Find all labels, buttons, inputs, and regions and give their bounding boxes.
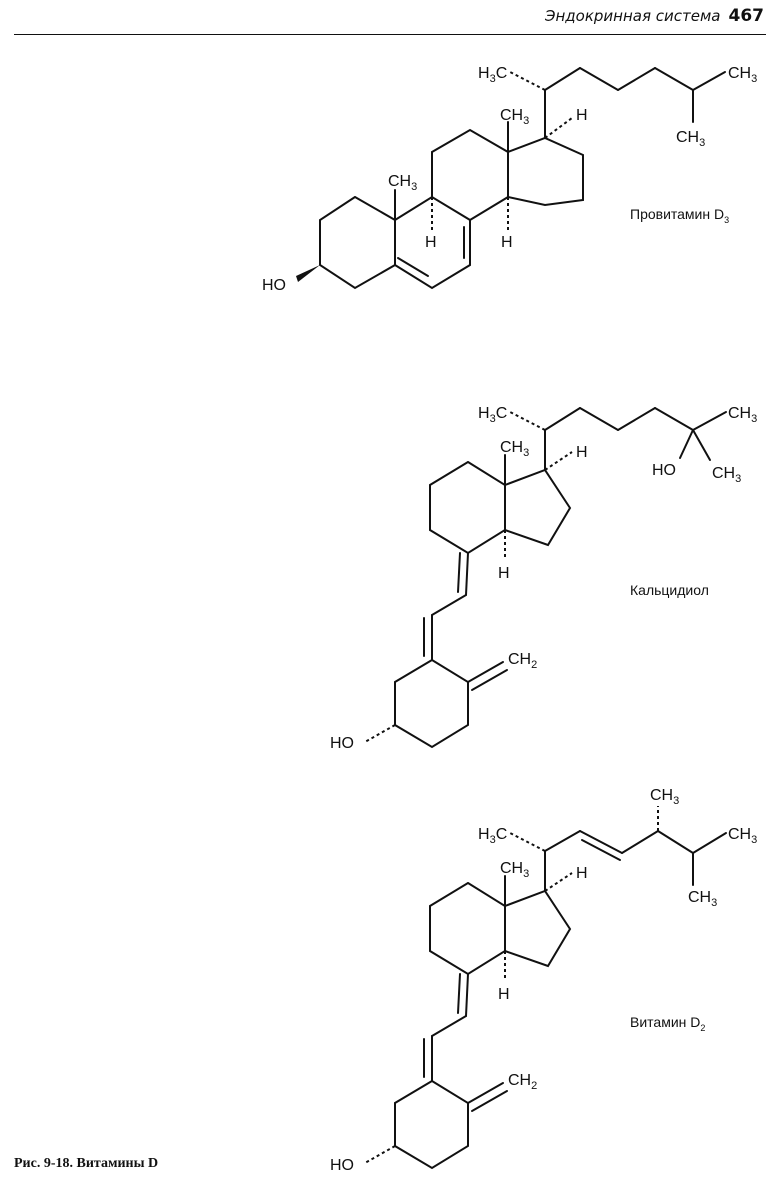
- atom-h: H: [576, 865, 588, 882]
- atom-ch2: CH2: [508, 1072, 537, 1092]
- figure-caption: Рис. 9-18. Витамины D: [14, 1156, 158, 1172]
- atom-ch3: CH3: [688, 889, 717, 909]
- atom-ch3: CH3: [650, 787, 679, 807]
- compound-label-vitamin-d2: Витамин D2: [630, 1014, 705, 1033]
- atom-h: H: [498, 986, 510, 1003]
- atom-ch3: CH3: [728, 826, 757, 846]
- atom-h3c: H3C: [478, 826, 507, 846]
- atom-ho: HO: [330, 1157, 354, 1174]
